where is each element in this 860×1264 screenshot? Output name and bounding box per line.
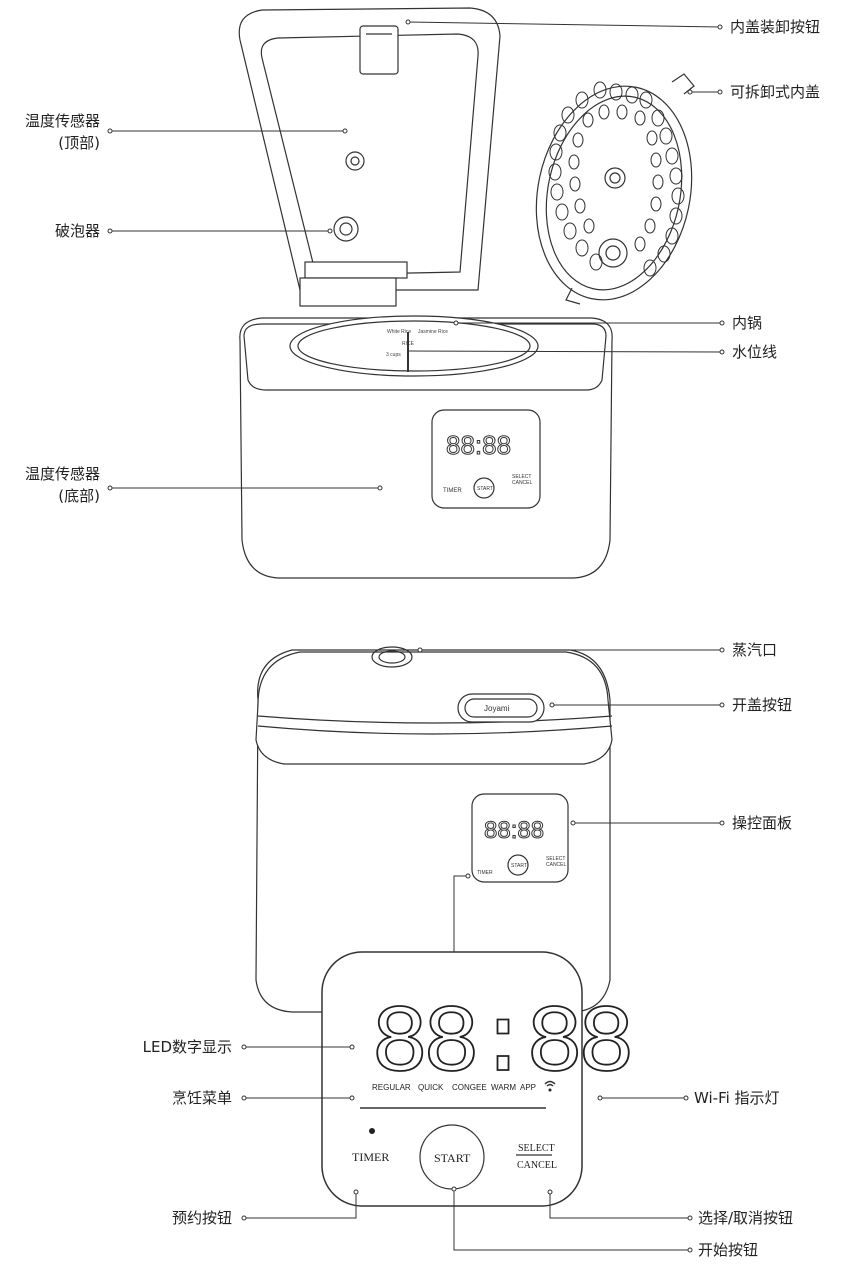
label-cooking-menu: 烹饪菜单 [171,1089,232,1107]
pot-mark-rice: RICE [402,341,415,347]
small-panel-top-digits: 88:88 [446,430,511,460]
label-bubble-breaker: 破泡器 [54,222,100,240]
pot-marks: White Rice Jasmine Rice RICE 3 cups [386,329,448,358]
pot-mark-cups: 3 cups [386,352,401,358]
menu-app: APP [520,1083,536,1092]
label-lid-open-button: 开盖按钮 [732,696,793,714]
menu-regular: REGULAR [372,1083,411,1092]
label-timer-button: 预约按钮 [171,1209,232,1227]
small-panel-top-timer: TIMER [443,488,462,494]
small-panel-mid-cancel: CANCEL [546,862,567,868]
label-inner-lid-release-button: 内盖装卸按钮 [730,18,821,36]
label-temp-sensor-top-line2: (顶部) [58,134,100,152]
label-temp-sensor-bottom-line2: (底部) [58,487,100,505]
label-inner-pot: 内锅 [732,314,763,332]
label-start-button: 开始按钮 [698,1241,759,1259]
pot-mark-jasmine-rice: Jasmine Rice [418,329,448,335]
brand-logo: Joyami [484,704,510,713]
label-removable-inner-lid: 可拆卸式内盖 [730,83,821,101]
small-panel-top-select: SELECT [512,474,531,480]
small-panel-top-cancel: CANCEL [512,480,533,486]
cooker-body-closed [255,646,613,1013]
menu-quick: QUICK [418,1083,444,1092]
cooker-body-open [239,315,613,579]
label-temp-sensor-top-line1: 温度传感器 [24,112,100,130]
label-temp-sensor-bottom: 温度传感器 (底部) [0,465,100,505]
select-label[interactable]: SELECT [518,1143,555,1154]
label-water-level-line: 水位线 [732,343,778,361]
label-control-panel: 操控面板 [732,814,793,832]
small-panel-mid-timer: TIMER [477,870,493,876]
open-lid [238,7,501,307]
small-panel-mid-start: START [511,863,527,869]
menu-warm: WARM [491,1083,516,1092]
label-temp-sensor-top: 温度传感器 (顶部) [0,112,100,152]
control-panel-enlarged: 88:88 [321,951,636,1207]
inner-lid-illustration [535,73,695,305]
callout-lines [107,19,725,1253]
small-panel-mid-digits: 88:88 [484,817,544,844]
menu-congee: CONGEE [452,1083,487,1092]
small-panel-top: 88:88 TIMER START SELECT CANCEL [443,430,533,495]
label-select-cancel-button: 选择/取消按钮 [698,1209,794,1227]
label-steam-vent: 蒸汽口 [732,641,778,659]
small-panel-mid: 88:88 TIMER START SELECT CANCEL [477,817,567,877]
panel-led-digits: 88:88 [371,990,629,1099]
small-panel-mid-select: SELECT [546,856,565,862]
label-wifi-indicator: Wi-Fi 指示灯 [694,1089,780,1107]
label-temp-sensor-bottom-line1: 温度传感器 [24,465,100,483]
label-led-display: LED数字显示 [142,1038,232,1056]
start-button[interactable]: START [434,1151,471,1165]
cancel-label[interactable]: CANCEL [517,1160,557,1171]
timer-button[interactable]: TIMER [352,1150,389,1164]
panel-menu: REGULAR QUICK CONGEE WARM APP [372,1083,536,1092]
pot-mark-white-rice: White Rice [387,329,411,335]
small-panel-top-start: START [477,486,493,492]
